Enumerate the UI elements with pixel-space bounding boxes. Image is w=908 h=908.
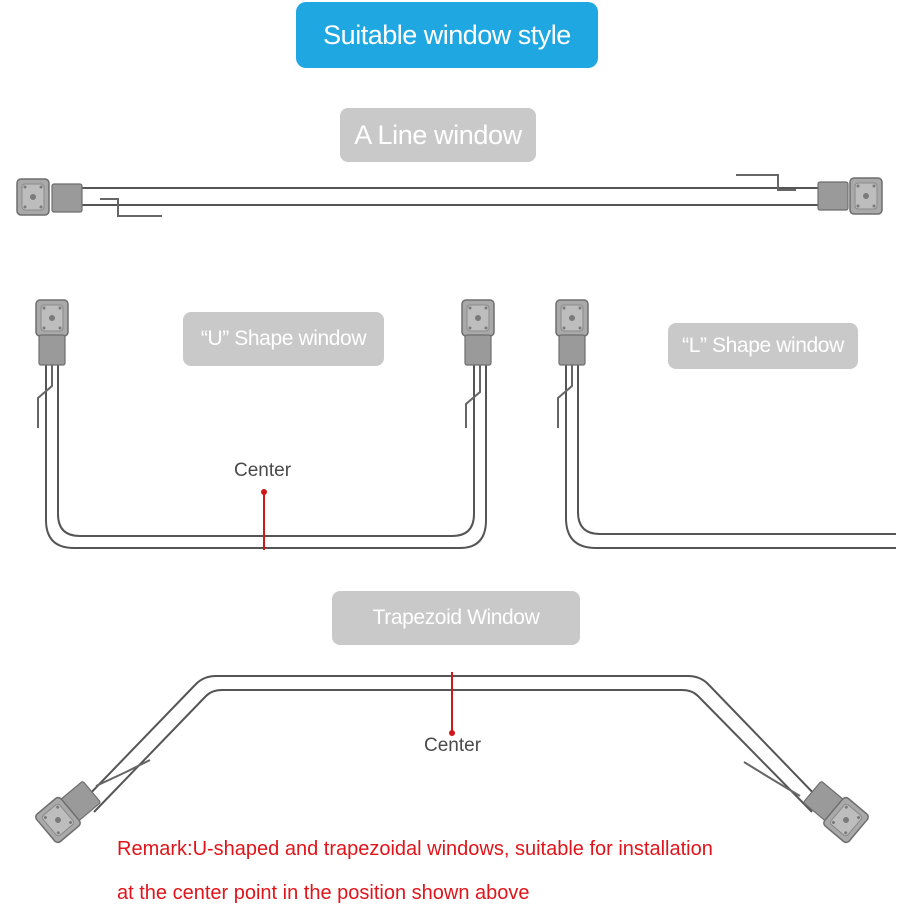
center-marker-trap: [449, 672, 455, 736]
l-shape-window-label: “L” Shape window: [668, 323, 858, 369]
center-marker-u: [261, 489, 267, 550]
motor-left-u: [35, 299, 69, 366]
u-shape-track: [35, 299, 495, 550]
trapezoid-track: [33, 672, 871, 845]
remark-line-1: Remark:U-shaped and trapezoidal windows,…: [117, 838, 713, 860]
trapezoid-center-label: Center: [424, 735, 482, 756]
motor-l: [555, 299, 589, 366]
u-shape-window-label: “U” Shape window: [183, 312, 384, 366]
u-shape-center-label: Center: [234, 460, 292, 481]
trapezoid-window-label: Trapezoid Window: [332, 591, 580, 645]
remark-line-2: at the center point in the position show…: [117, 882, 530, 904]
motor-right-line: [817, 177, 883, 215]
motor-left-line: [16, 178, 83, 216]
l-shape-track: [555, 299, 896, 549]
page-title: Suitable window style: [296, 2, 598, 68]
line-window-track: [16, 174, 883, 217]
motor-right-trap: [803, 781, 871, 845]
motor-left-trap: [33, 781, 101, 845]
motor-right-u: [461, 299, 495, 366]
line-window-label: A Line window: [340, 108, 536, 162]
